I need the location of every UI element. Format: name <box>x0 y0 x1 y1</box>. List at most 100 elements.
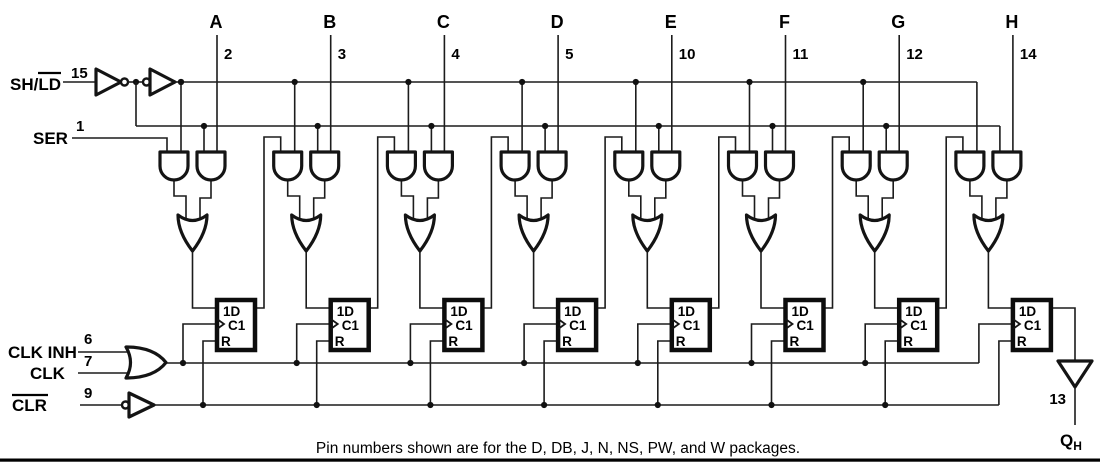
d-input-wire <box>532 251 559 309</box>
shld-pin: 15 <box>71 65 88 82</box>
junction-dot <box>768 401 775 409</box>
junction-dot <box>746 78 753 86</box>
serial-and-output <box>969 180 983 218</box>
clock-wedge-icon <box>671 318 681 330</box>
clr-inverter-icon <box>127 391 156 419</box>
d-input-wire <box>191 251 217 309</box>
input-pin-E: 10 <box>679 46 696 63</box>
load-and-output <box>199 180 212 218</box>
ff-clock-label: C1 <box>228 318 246 333</box>
ff-reset-label: R <box>676 334 686 349</box>
clock-wedge-icon <box>784 318 795 330</box>
junction-dot <box>519 78 526 86</box>
ff-clock-label: C1 <box>342 318 360 333</box>
serial-and-gate <box>272 150 304 182</box>
ff-d-label: 1D <box>450 304 468 319</box>
ff-d-label: 1D <box>905 304 923 319</box>
ff-d-label: 1D <box>564 304 582 319</box>
clock-riser <box>295 323 331 363</box>
mux-or-gate <box>290 213 323 253</box>
ff-d-label: 1D <box>678 304 696 319</box>
junction-dot <box>521 359 528 367</box>
clock-wedge-icon <box>1012 318 1022 330</box>
junction-dot <box>769 122 776 130</box>
serial-input-wire <box>72 137 168 152</box>
parallel-and-gate <box>650 150 682 182</box>
parallel-and-gate <box>536 150 568 182</box>
junction-dot <box>313 401 320 409</box>
ff-clock-label: C1 <box>455 318 473 333</box>
ff-clock-label: C1 <box>1024 318 1042 333</box>
clr-label: CLR <box>12 396 47 415</box>
junction-dot <box>883 122 890 130</box>
input-label-F: F <box>779 12 790 32</box>
reset-riser <box>543 340 559 405</box>
junction-dot <box>314 122 321 130</box>
ff-d-label: 1D <box>1019 304 1037 319</box>
junction-dot <box>654 401 661 409</box>
inverter-bubble <box>119 77 130 87</box>
clock-riser <box>182 323 217 363</box>
load-and-output <box>540 180 553 218</box>
junction-dot <box>862 359 869 367</box>
clk-inh-label: CLK INH <box>8 343 77 362</box>
d-input-wire <box>760 251 786 309</box>
junction-dot <box>634 359 641 367</box>
junction-dot <box>407 359 414 367</box>
reset-riser <box>429 340 445 405</box>
load-and-output <box>995 180 1008 218</box>
ff-d-label: 1D <box>223 304 241 319</box>
parallel-and-gate <box>877 150 909 182</box>
reset-riser <box>770 340 786 405</box>
input-label-E: E <box>665 12 677 32</box>
input-pin-G: 12 <box>906 46 923 63</box>
serial-and-output <box>628 180 642 218</box>
ser-pin: 1 <box>76 118 84 135</box>
clock-riser <box>637 323 672 363</box>
mux-or-gate <box>744 213 778 253</box>
mux-or-gate <box>403 213 436 253</box>
clock-riser <box>864 323 900 363</box>
input-label-H: H <box>1005 12 1018 32</box>
shld-inverter-1-icon <box>94 67 123 97</box>
clock-wedge-icon <box>216 318 226 330</box>
mux-or-gate <box>972 213 1005 253</box>
q-to-next-stage <box>937 136 964 309</box>
q-to-next-stage <box>596 136 623 309</box>
clock-riser <box>750 323 786 363</box>
junction-dot <box>748 359 755 367</box>
serial-and-output <box>286 180 301 218</box>
mux-or-gate <box>858 213 891 253</box>
clk-label: CLK <box>30 364 66 383</box>
load-and-output <box>426 180 440 218</box>
ser-label: SER <box>33 129 68 148</box>
serial-and-gate <box>954 150 986 182</box>
d-input-wire <box>987 251 1013 309</box>
junction-dot <box>542 122 549 130</box>
input-label-D: D <box>551 12 564 32</box>
reset-riser <box>315 340 331 405</box>
clock-wedge-icon <box>330 318 340 330</box>
reset-riser <box>657 340 672 405</box>
junction-dot <box>179 359 187 367</box>
load-and-output <box>767 180 781 218</box>
junction-dot <box>428 122 435 130</box>
ff-reset-label: R <box>221 334 231 349</box>
junction-dot <box>291 78 298 86</box>
input-pin-B: 3 <box>338 46 346 63</box>
d-flip-flop <box>442 297 485 353</box>
input-label-G: G <box>891 12 905 32</box>
d-input-wire <box>873 251 900 309</box>
input-label-C: C <box>437 12 450 32</box>
bottom-border <box>0 458 1100 462</box>
load-and-output <box>312 180 326 218</box>
clock-riser <box>523 323 559 363</box>
ff-reset-label: R <box>790 334 800 349</box>
q-to-next-stage <box>823 136 850 309</box>
load-and-output <box>654 180 667 218</box>
reset-riser <box>884 340 900 405</box>
reset-riser <box>998 340 1013 405</box>
clr-pin: 9 <box>84 385 92 402</box>
ff-reset-label: R <box>903 334 913 349</box>
